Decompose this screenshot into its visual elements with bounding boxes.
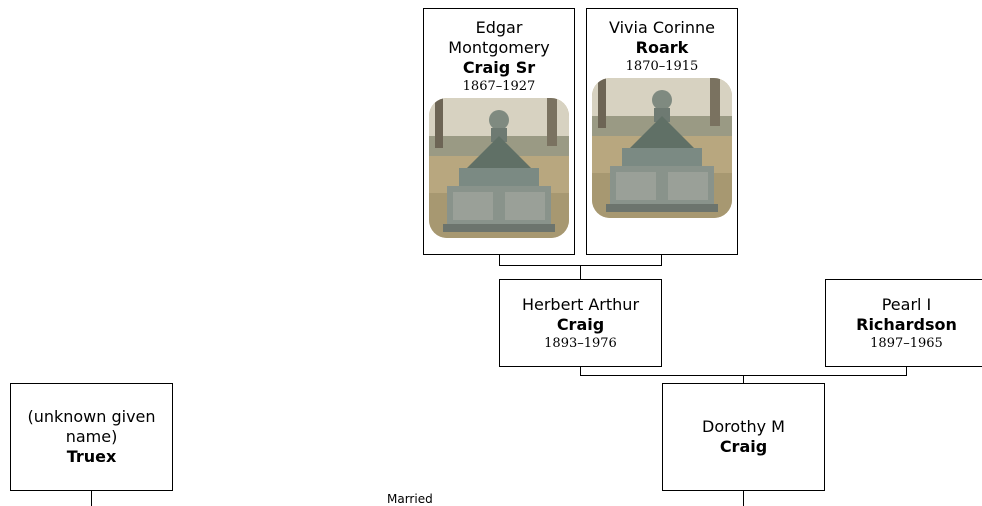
surname: Richardson <box>856 315 957 335</box>
life-years: 1897–1965 <box>870 335 943 352</box>
marriage-line-dorothy <box>743 491 744 506</box>
surname: Craig <box>720 437 767 457</box>
given-name: Pearl I <box>882 295 932 315</box>
life-years: 1867–1927 <box>463 78 536 95</box>
person-card-dorothy-m-craig[interactable]: Dorothy M Craig <box>662 383 825 491</box>
gravestone-photo[interactable] <box>592 78 732 218</box>
person-card-pearl-i-richardson[interactable]: Pearl I Richardson 1897–1965 <box>825 279 982 367</box>
surname: Roark <box>636 38 689 58</box>
person-card-truex[interactable]: (unknown given name) Truex <box>10 383 173 491</box>
given-name: Dorothy M <box>702 417 785 437</box>
surname: Truex <box>67 447 117 467</box>
connector-line <box>580 265 581 280</box>
gravestone-photo[interactable] <box>429 98 569 238</box>
life-years: 1893–1976 <box>544 335 617 352</box>
marriage-label: Married <box>387 492 433 506</box>
given-name: Vivia Corinne <box>609 18 715 38</box>
given-name: Edgar Montgomery <box>424 18 574 58</box>
marriage-line-truex <box>91 491 92 506</box>
surname: Craig Sr <box>463 58 535 78</box>
given-name: Herbert Arthur <box>522 295 639 315</box>
surname: Craig <box>557 315 604 335</box>
person-card-vivia-corinne-roark[interactable]: Vivia Corinne Roark 1870–1915 <box>586 8 738 255</box>
given-name: (unknown given name) <box>11 407 172 447</box>
person-card-edgar-montgomery-craig-sr[interactable]: Edgar Montgomery Craig Sr 1867–1927 <box>423 8 575 255</box>
life-years: 1870–1915 <box>626 58 699 75</box>
person-card-herbert-arthur-craig[interactable]: Herbert Arthur Craig 1893–1976 <box>499 279 662 367</box>
